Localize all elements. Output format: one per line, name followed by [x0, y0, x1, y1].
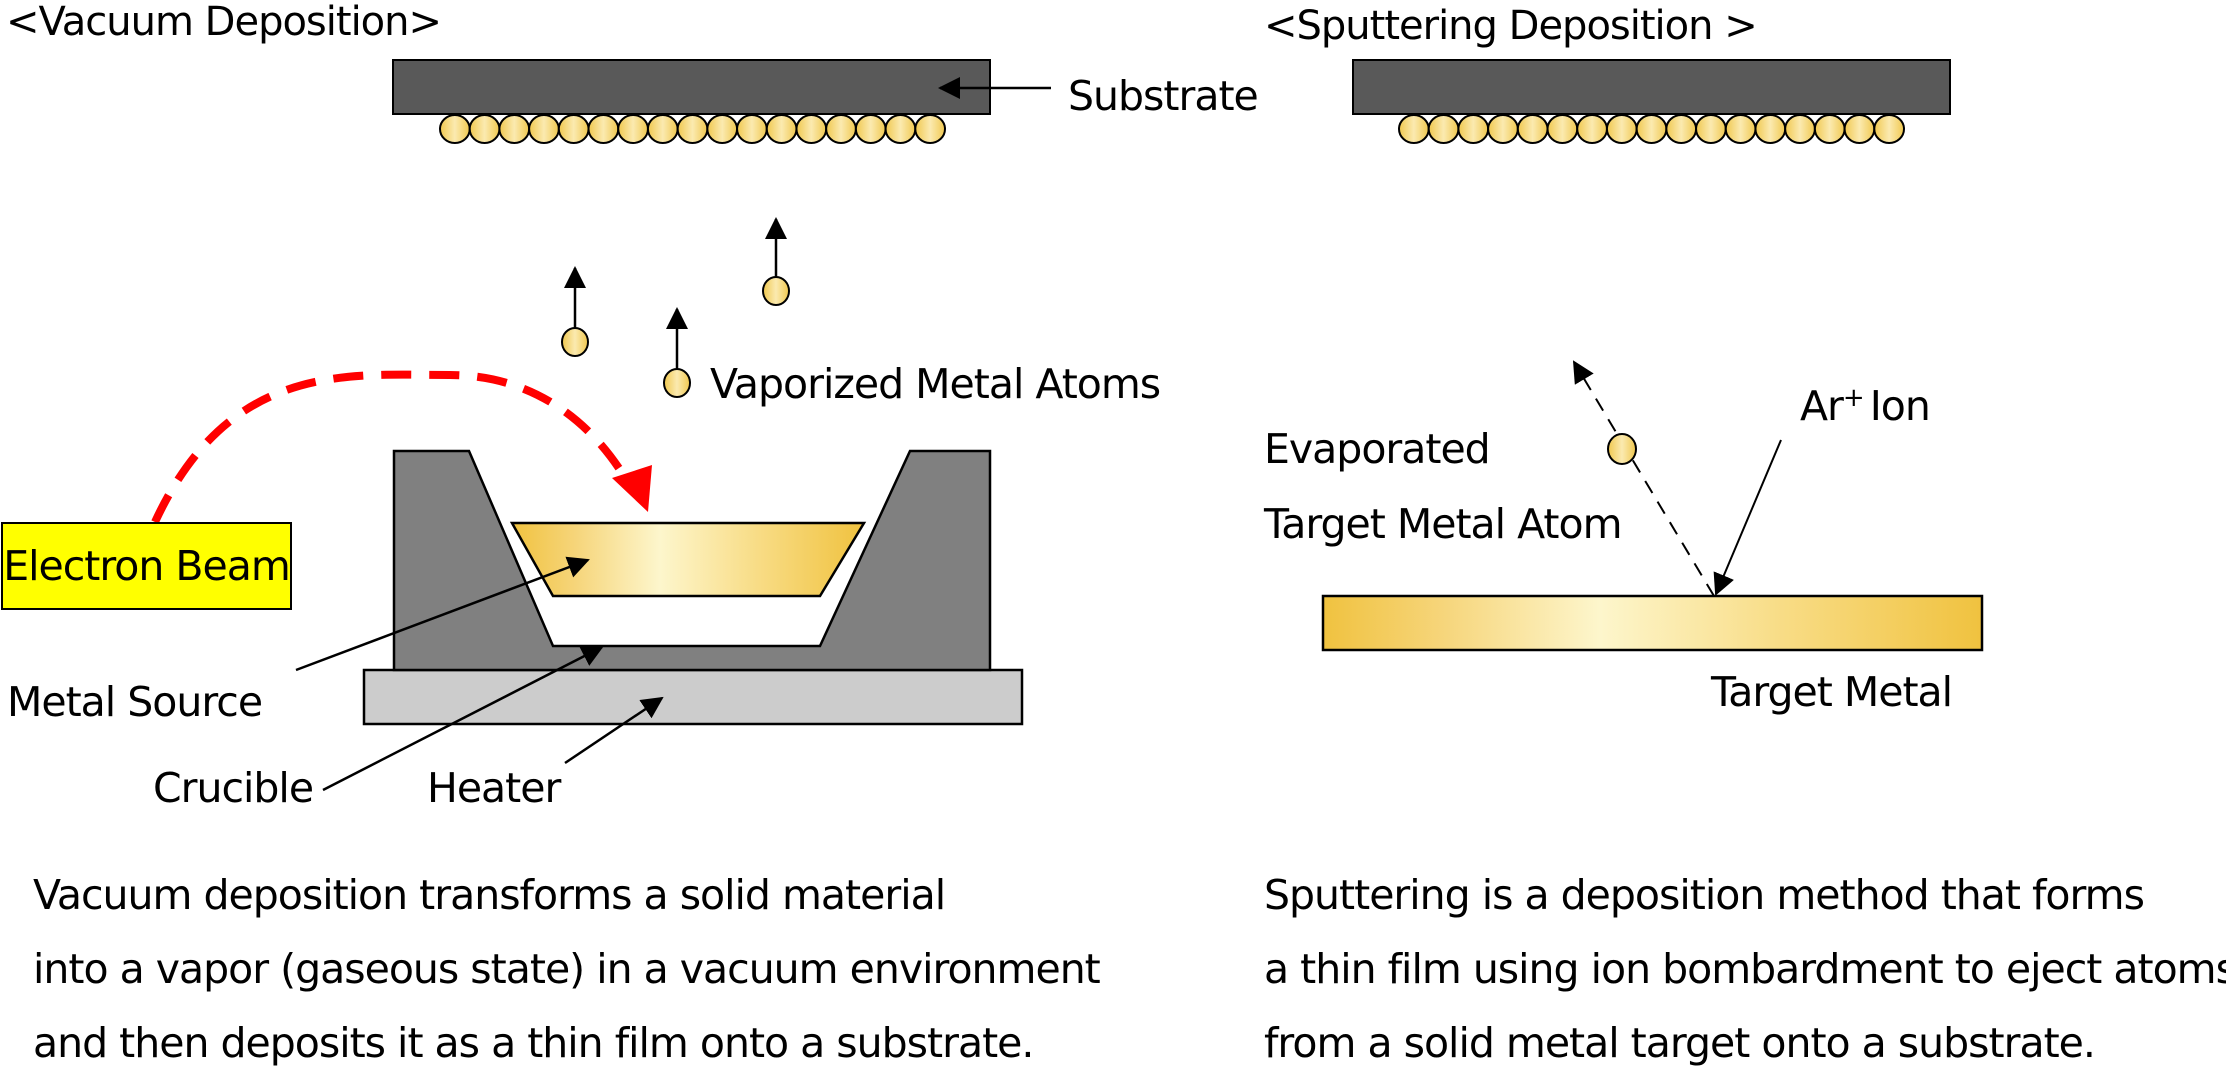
film-atom	[795, 114, 828, 144]
film-atom	[914, 114, 946, 144]
film-atom	[1516, 114, 1549, 144]
ejected-atom-path	[1572, 360, 1715, 597]
ejected-atom	[1607, 433, 1637, 465]
target-metal-label: Target Metal	[1711, 668, 1953, 716]
evaporated-label-line2: Target Metal Atom	[1264, 500, 1623, 548]
ar-ion-path	[1713, 439, 1782, 596]
film-atom	[825, 114, 857, 144]
sputter-description-line: Sputtering is a deposition method that f…	[1264, 871, 2145, 919]
film-atom	[1605, 114, 1638, 144]
film-atom	[646, 114, 679, 144]
film-atom	[765, 114, 798, 144]
ar-ion-suffix: Ion	[1869, 382, 1931, 430]
film-atom	[617, 114, 649, 144]
film-atom	[557, 114, 590, 144]
film-atom	[1457, 114, 1490, 144]
film-atom	[1576, 114, 1608, 144]
vacuum-description-line: and then deposits it as a thin film onto…	[33, 1019, 1034, 1067]
crucible-pointer	[322, 645, 604, 792]
film-atom	[1487, 114, 1519, 144]
sputter-film-atoms	[1398, 114, 1906, 144]
sputter-description-line: a thin film using ion bombardment to eje…	[1264, 945, 2226, 993]
film-atom	[736, 114, 768, 144]
film-atom	[528, 114, 560, 144]
film-atom	[1427, 114, 1460, 144]
film-atom	[1546, 114, 1579, 144]
crucible	[392, 449, 992, 672]
vapor-atom	[762, 217, 790, 306]
evaporated-label-line1: Evaporated	[1264, 425, 1491, 473]
vaporized-atoms-label: Vaporized Metal Atoms	[710, 360, 1161, 408]
ar-ion-charge: +	[1842, 383, 1865, 413]
film-atom	[884, 114, 917, 144]
sputter-description: Sputtering is a deposition method that f…	[1264, 858, 2226, 1080]
electron-beam-box: Electron Beam	[1, 522, 292, 610]
film-atom	[706, 114, 739, 144]
electron-beam-arrowhead	[612, 465, 652, 512]
film-atom	[1695, 114, 1727, 144]
vacuum-substrate	[392, 59, 991, 115]
film-atom	[676, 114, 709, 144]
film-atom	[1665, 114, 1698, 144]
metal-source-pointer	[295, 556, 590, 672]
film-atom	[1635, 114, 1668, 144]
metal-source-label: Metal Source	[7, 678, 263, 726]
target-metal	[1321, 594, 1984, 652]
sputter-title: <Sputtering Deposition >	[1264, 3, 1758, 49]
electron-beam-label: Electron Beam	[3, 542, 291, 590]
substrate-label: Substrate	[1068, 72, 1259, 120]
ar-ion-label: Ar+Ion	[1800, 382, 1931, 430]
vacuum-description: Vacuum deposition transforms a solid mat…	[33, 858, 1101, 1080]
heater-label: Heater	[427, 764, 561, 812]
film-atom	[854, 114, 887, 144]
crucible-label: Crucible	[153, 764, 314, 812]
film-atom	[1754, 114, 1787, 144]
film-atom	[468, 114, 501, 144]
sputter-description-line: from a solid metal target onto a substra…	[1264, 1019, 2096, 1067]
vacuum-description-line: Vacuum deposition transforms a solid mat…	[33, 871, 946, 919]
heater-pointer	[564, 696, 664, 765]
vacuum-description-line: into a vapor (gaseous state) in a vacuum…	[33, 945, 1101, 993]
film-atom	[1784, 114, 1816, 144]
sputter-substrate	[1352, 59, 1951, 115]
vapor-atom	[663, 307, 691, 398]
film-atom	[1398, 114, 1430, 144]
electron-beam-path	[151, 370, 636, 524]
film-atom	[1843, 114, 1876, 144]
vacuum-film-atoms	[439, 114, 946, 144]
film-atom	[1724, 114, 1757, 144]
heater	[362, 668, 1024, 726]
film-atom	[439, 114, 471, 144]
film-atom	[1813, 114, 1846, 144]
film-atom	[587, 114, 620, 144]
film-atom	[498, 114, 531, 144]
metal-source	[509, 521, 867, 598]
film-atom	[1873, 114, 1906, 144]
vapor-atom	[561, 266, 589, 357]
ar-ion-base: Ar	[1800, 382, 1844, 430]
vacuum-title: <Vacuum Deposition>	[6, 0, 442, 45]
